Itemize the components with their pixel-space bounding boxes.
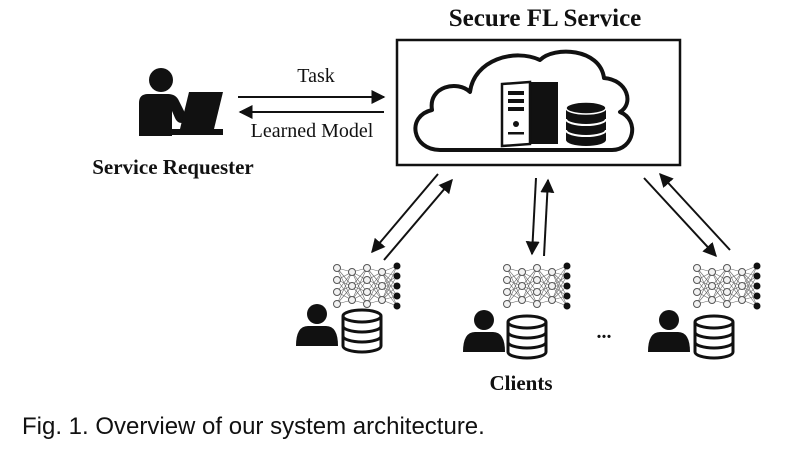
database-icon <box>693 314 735 360</box>
client-3-up-arrow <box>659 172 731 251</box>
client-2 <box>463 262 571 360</box>
task-label: Task <box>297 65 334 87</box>
neural-network-icon <box>333 262 401 310</box>
client-3 <box>648 262 761 360</box>
client-3-down-arrow <box>643 177 717 258</box>
laptop-user-icon <box>139 68 223 136</box>
figure-caption: Fig. 1. Overview of our system architect… <box>22 413 485 440</box>
client-1 <box>296 262 401 354</box>
client-2-up-arrow <box>540 178 555 257</box>
user-icon <box>648 310 690 352</box>
learned-model-label: Learned Model <box>251 120 374 142</box>
service-title: Secure FL Service <box>449 5 642 32</box>
client-1-up-arrow <box>383 178 453 261</box>
neural-network-icon <box>693 262 761 310</box>
clients-ellipsis: ... <box>597 321 612 343</box>
clients-label: Clients <box>490 371 553 395</box>
service-requester-label: Service Requester <box>92 155 254 179</box>
user-icon <box>463 310 505 352</box>
client-1-down-arrow <box>371 173 439 254</box>
user-icon <box>296 304 338 346</box>
database-icon <box>565 101 607 146</box>
neural-network-icon <box>503 262 571 310</box>
database-icon <box>506 314 548 360</box>
database-icon <box>341 308 383 354</box>
client-2-down-arrow <box>525 177 540 256</box>
server-tower-icon <box>500 80 558 148</box>
